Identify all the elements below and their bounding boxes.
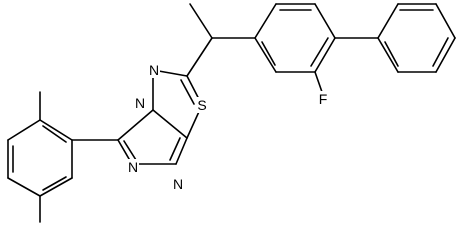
bond: [310, 37, 329, 67]
atom-label: N: [173, 176, 183, 192]
bond: [42, 176, 67, 191]
bond: [39, 177, 73, 197]
bond: [175, 137, 188, 165]
atom-label: S: [197, 97, 206, 113]
bond: [435, 37, 456, 73]
phenyl-ring: [334, 3, 456, 73]
bond: [254, 37, 277, 73]
atom-label: F: [319, 91, 328, 107]
atom-labels: N N N N S F: [127, 62, 329, 192]
molecule-diagram: N N N N S F: [7, 3, 456, 223]
bond: [261, 41, 276, 66]
bond: [180, 79, 195, 105]
bond: [254, 3, 277, 39]
bond: [435, 3, 456, 39]
bond: [377, 3, 399, 39]
atom-label: N: [128, 159, 138, 175]
bond: [377, 37, 399, 73]
nitrogen-atom: N: [134, 95, 146, 111]
ethylidene-linker: [186, 3, 256, 77]
methyl-bond: [189, 3, 213, 39]
bond: [123, 140, 137, 161]
bond: [42, 125, 67, 143]
bond: [152, 109, 188, 139]
bond: [169, 137, 181, 161]
nitrogen-atom: N: [148, 62, 160, 78]
atom-label: N: [135, 95, 145, 111]
fluorine-atom: F: [317, 91, 329, 107]
bond: [39, 119, 73, 141]
bond: [117, 109, 154, 141]
fused-heterocycle: [71, 69, 203, 165]
bond: [7, 177, 41, 197]
bond: [432, 37, 449, 67]
bond: [384, 41, 399, 67]
bond: [7, 119, 41, 141]
fluoro-bond: [314, 71, 323, 93]
bond: [186, 37, 213, 77]
fluorophenyl-ring: [254, 3, 336, 93]
nitrogen-atom: N: [127, 159, 139, 175]
dimethylphenyl-ring: [7, 91, 73, 223]
structure-svg: N N N N S F: [7, 3, 456, 223]
nitrogen-atom: N: [172, 176, 184, 192]
atom-label: N: [149, 62, 159, 78]
bond: [314, 37, 336, 73]
bond: [314, 3, 336, 39]
sulfur-atom: S: [196, 97, 208, 113]
